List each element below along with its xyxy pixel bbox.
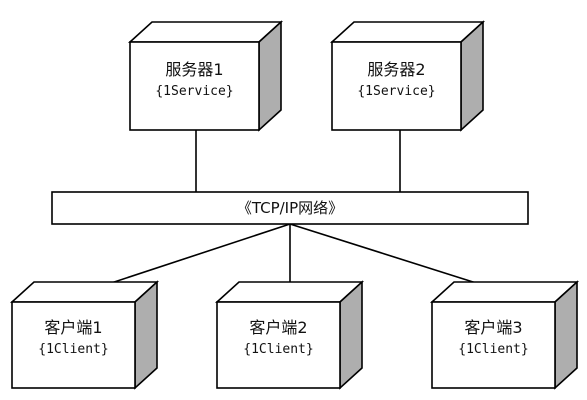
client-3-top-face bbox=[429, 281, 580, 303]
link-network-client1 bbox=[95, 223, 291, 289]
server-1-side-face bbox=[258, 20, 282, 132]
client-3-node bbox=[429, 280, 580, 390]
link-network-client3 bbox=[289, 223, 493, 289]
client-1-top-face bbox=[9, 281, 160, 303]
server-2-front-face bbox=[331, 41, 462, 131]
server-1-front-face bbox=[129, 41, 260, 131]
server-2-side-face bbox=[460, 20, 484, 132]
client-2-front-face bbox=[216, 301, 341, 389]
server-2-top-face bbox=[329, 21, 486, 43]
server-2-node bbox=[329, 20, 486, 132]
client-2-top-face bbox=[214, 281, 365, 303]
client-3-front-face bbox=[431, 301, 556, 389]
client-1-node bbox=[9, 280, 160, 390]
server-1-node bbox=[127, 20, 284, 132]
connectors bbox=[95, 130, 493, 289]
network-bar bbox=[51, 191, 529, 225]
client-1-front-face bbox=[11, 301, 136, 389]
client-2-node bbox=[214, 280, 365, 390]
server-1-top-face bbox=[127, 21, 284, 43]
